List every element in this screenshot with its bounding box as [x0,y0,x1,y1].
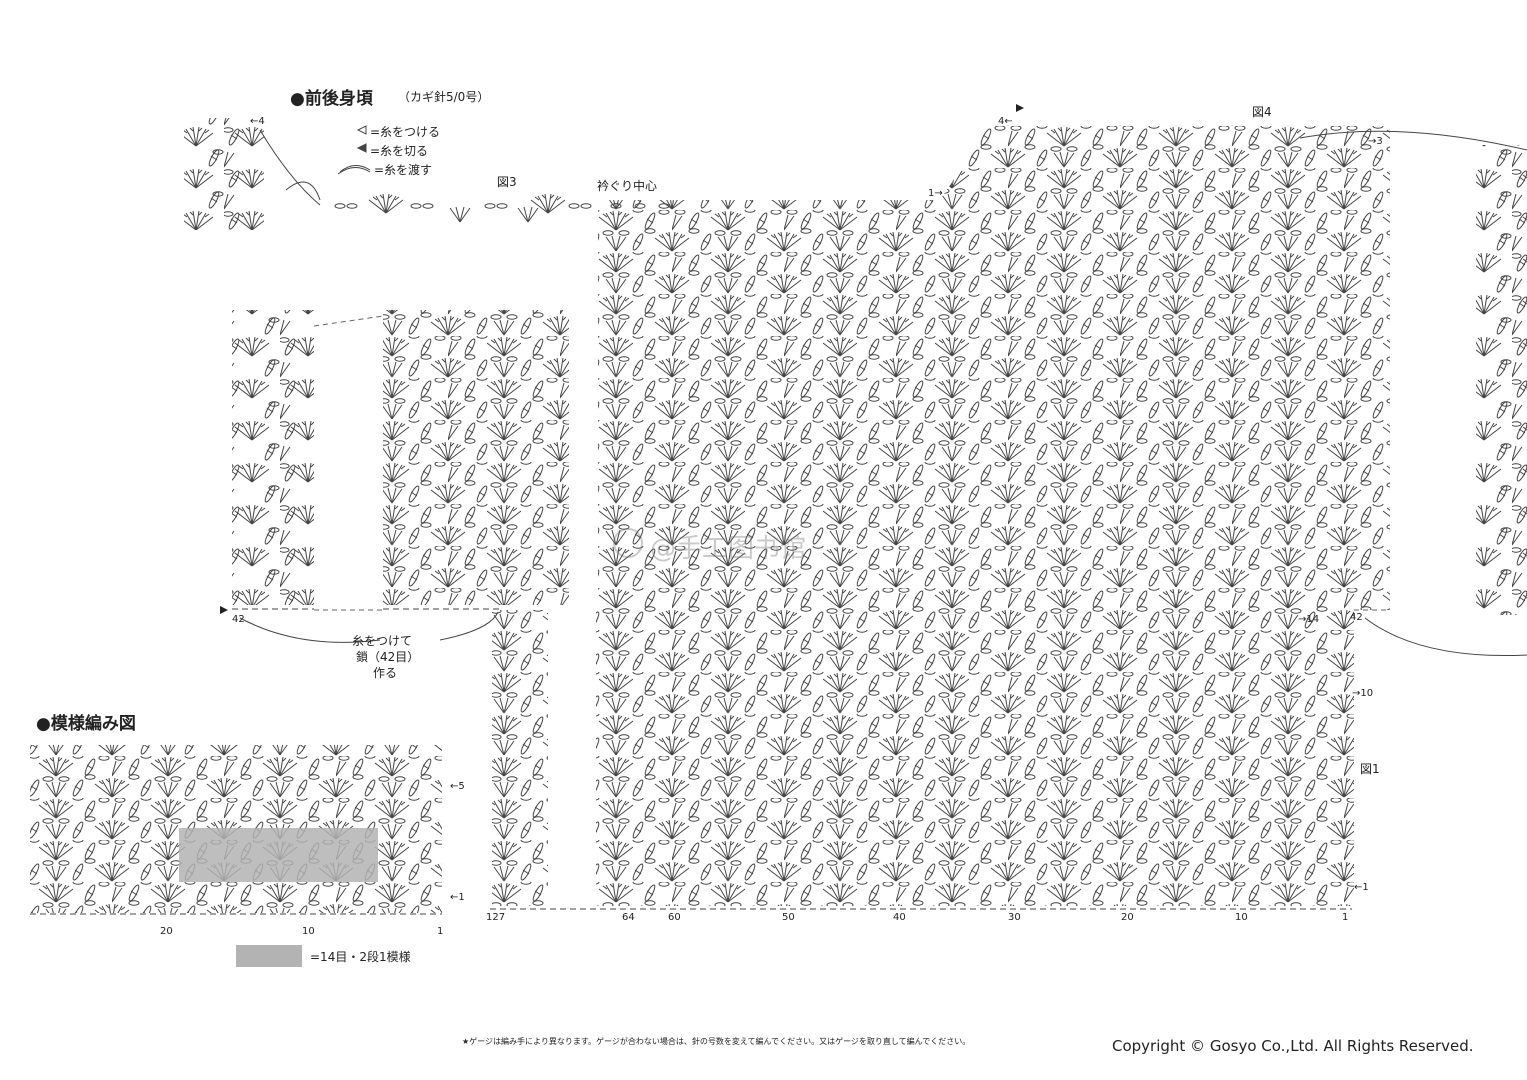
neck-chain-row [259,129,670,223]
pass-thread-icon [337,167,371,175]
label-42-left: 42 [232,614,245,625]
connection-lines [313,315,1390,611]
watermark-text: @手工图书馆 [650,534,807,564]
legend-symbols [337,125,371,175]
legend-cut: =糸を切る [370,144,429,158]
main-title: ●前後身頃 [290,89,373,109]
pattern-row-5: ←5 [450,781,465,792]
fig1-label: 図1 [1360,762,1380,776]
corner-top-left [184,118,264,230]
row-marker-left-1: 1→ [928,188,943,199]
watermark [613,528,643,558]
body-panel-lower [492,610,1354,906]
pattern-row-1: ←1 [450,892,465,903]
copyright: Copyright © Gosyo Co.,Ltd. All Rights Re… [1112,1037,1474,1055]
pattern-col-10: 10 [302,926,315,937]
label-42-right: 42 [1350,612,1363,623]
row-marker-top-right-4: 4← [998,116,1013,127]
chain-note-1: 糸をつけて [352,634,413,648]
stitch-count-10: 10 [1235,912,1248,923]
chain-note-3: 作る [373,666,398,680]
pattern-repeat-highlight [179,828,378,882]
pattern-legend-text: =14目・2段1模様 [310,950,411,964]
side-panel-left-narrow [232,310,314,605]
legend-attach: =糸をつける [370,125,441,139]
opening-gap [548,610,596,906]
pattern-title: ●模様編み図 [36,714,136,734]
start-triangle-top-icon [1016,104,1024,112]
body-panel-center [598,200,1390,610]
stitch-count-50: 50 [782,912,795,923]
cut-thread-icon [356,143,367,153]
body-panel-far-right [1476,145,1527,615]
main-subtitle: （カギ針5/0号） [398,90,490,104]
stitch-count-30: 30 [1008,912,1021,923]
row-marker-right-10: →10 [1352,688,1374,699]
stitch-count-60: 60 [668,912,681,923]
pattern-col-20: 20 [160,926,173,937]
collar-center-label: 衿ぐり中心 [597,179,658,193]
fig3-label: 図3 [497,175,517,189]
pattern-col-1: 1 [437,926,444,937]
stitch-count-127: 127 [486,912,506,923]
stitch-count-40: 40 [893,912,906,923]
side-panel-left-wide [383,310,569,605]
pattern-legend-swatch [236,945,302,967]
stitch-count-20: 20 [1121,912,1134,923]
footer-note: ★ゲージは編み手により異なります。ゲージが合わない場合は、針の号数を変えて編んで… [462,1037,971,1046]
chain-note-2: 鎖（42目） [356,650,420,664]
row-marker-top-left-4: ←4 [250,116,265,127]
row-marker-right-14: →14 [1298,614,1320,625]
stitch-count-64: 64 [622,912,635,923]
row-marker-right-1: ←1 [1354,882,1369,893]
shoulder-right [940,125,1390,200]
legend-pass: =糸を渡す [374,163,433,177]
thread-arcs [239,130,1527,656]
stitch-count-1: 1 [1342,912,1349,923]
fig4-label: 図4 [1252,105,1272,119]
attach-thread-icon [356,125,367,135]
row-marker-right-3: →3 [1368,136,1383,147]
start-triangle-left-icon [220,606,228,614]
